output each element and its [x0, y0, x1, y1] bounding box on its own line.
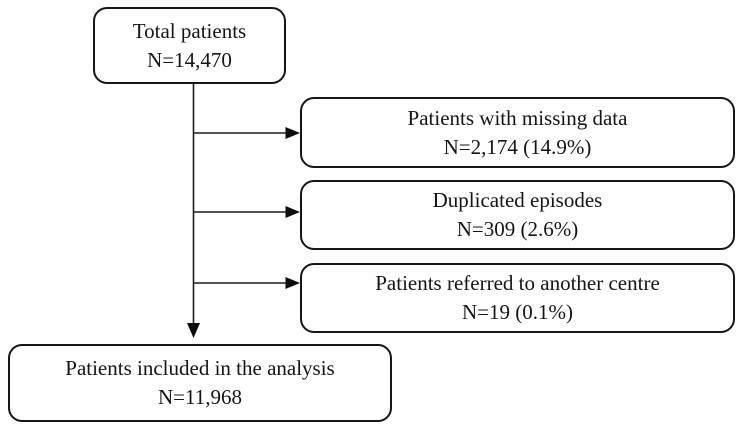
- box-count: N=11,968: [158, 385, 242, 409]
- box-label: Duplicated episodes: [432, 188, 603, 213]
- box-count: N=2,174 (14.9%): [443, 134, 592, 159]
- box-count: N=19 (0.1%): [462, 300, 573, 324]
- box-label: Patients included in the analysis: [65, 356, 335, 381]
- box-label: Patients with missing data: [407, 105, 628, 130]
- box-count: N=14,470: [147, 47, 232, 72]
- down-arrowhead-icon: [187, 323, 200, 338]
- box-total-patients: Total patients N=14,470: [93, 7, 286, 84]
- box-label: Patients referred to another centre: [375, 271, 660, 296]
- box-label: Total patients: [132, 18, 247, 43]
- right-arrowhead-icon: [285, 206, 300, 218]
- box-duplicated-episodes: Duplicated episodes N=309 (2.6%): [300, 180, 735, 250]
- box-missing-data: Patients with missing data N=2,174 (14.9…: [300, 97, 735, 168]
- right-arrowhead-icon: [285, 277, 300, 289]
- right-arrowhead-icon: [285, 127, 300, 139]
- box-included-analysis: Patients included in the analysis N=11,9…: [8, 344, 392, 422]
- box-count: N=309 (2.6%): [456, 217, 579, 241]
- box-referred-another-centre: Patients referred to another centre N=19…: [300, 263, 735, 333]
